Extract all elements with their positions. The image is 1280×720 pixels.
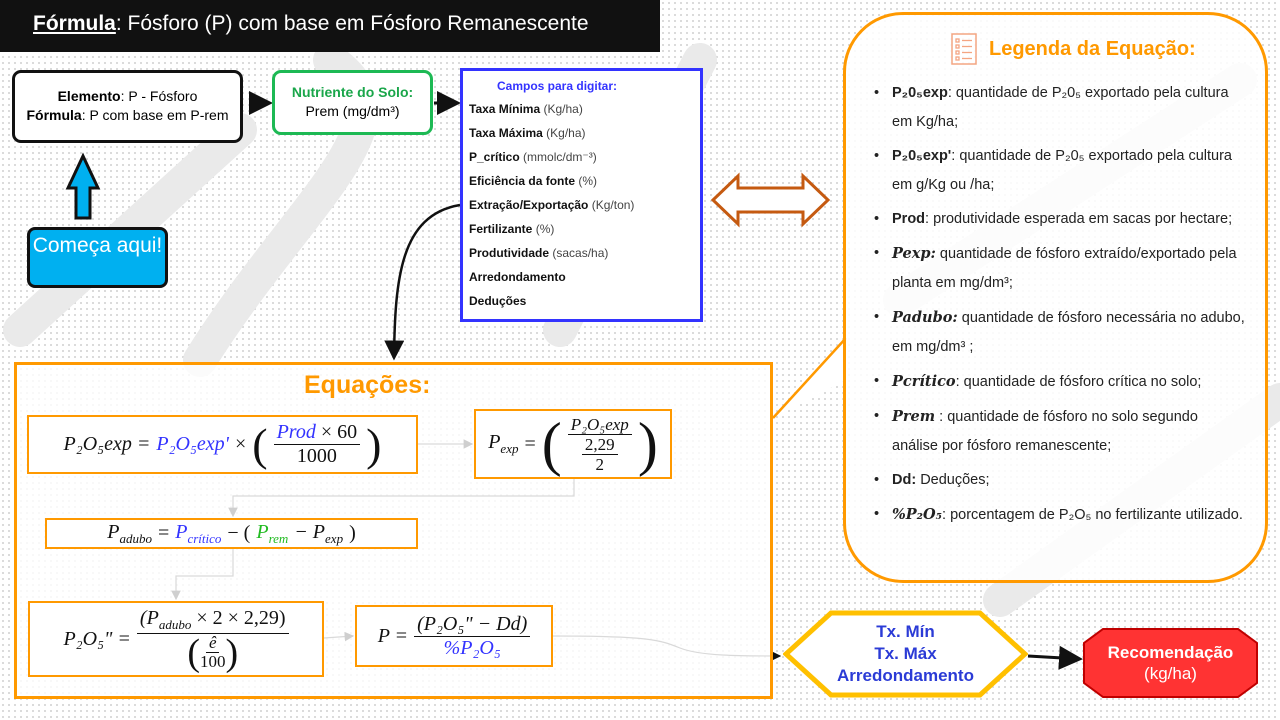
up-arrow-icon xyxy=(65,152,101,220)
legend-item: Padubo: quantidade de fósforo necessária… xyxy=(874,303,1245,362)
field-item: Extração/Exportação (Kg/ton) xyxy=(469,198,635,212)
field-item: Fertilizante (%) xyxy=(469,222,555,236)
recommendation-result: Recomendação(kg/ha) xyxy=(1083,628,1258,698)
checklist-icon xyxy=(951,33,977,65)
equation-padubo: Padubo = Pcrítico − ( Prem − Pexp ) xyxy=(45,518,418,549)
start-here-button[interactable]: Começa aqui! xyxy=(27,227,168,288)
legend-item: Pexp: quantidade de fósforo extraído/exp… xyxy=(874,239,1245,298)
legend-item: P₂0₅exp': quantidade de P₂0₅ exportado p… xyxy=(874,142,1245,200)
page-title: Fórmula: Fósforo (P) com base em Fósforo… xyxy=(0,0,660,52)
legend-item: P₂0₅exp: quantidade de P₂0₅ exportado pe… xyxy=(874,79,1245,137)
legend-item: Dd: Deduções; xyxy=(874,466,1245,495)
field-item: Taxa Máxima (Kg/ha) xyxy=(469,126,586,140)
field-item: Arredondamento xyxy=(469,270,566,284)
field-item: Produtividade (sacas/ha) xyxy=(469,246,609,260)
element-box: Elemento: P - Fósforo Fórmula: P com bas… xyxy=(12,70,243,143)
legend-item: %P₂O₅: porcentagem de P₂O₅ no fertilizan… xyxy=(874,500,1245,530)
legend-item: Prem : quantidade de fósforo no solo seg… xyxy=(874,402,1245,461)
input-fields-box: Campos para digitar: Taxa Mínima (Kg/ha)… xyxy=(460,68,703,322)
field-item: Taxa Mínima (Kg/ha) xyxy=(469,102,583,116)
arrow-fields-to-equations xyxy=(384,203,461,361)
field-item: Eficiência da fonte (%) xyxy=(469,174,598,188)
field-item: P_crítico (mmolc/dm⁻³) xyxy=(469,150,597,164)
double-arrow-icon xyxy=(710,172,831,228)
equation-legend: Legenda da Equação: P₂0₅exp: quantidade … xyxy=(843,12,1268,583)
nutrient-box: Nutriente do Solo: Prem (mg/dm³) xyxy=(272,70,433,135)
legend-item: Prod: produtividade esperada em sacas po… xyxy=(874,205,1245,234)
equation-p-final: P = (P₂O₅" − Dd)%P₂O₅ xyxy=(355,605,553,667)
legend-item: Pcrítico: quantidade de fósforo crítica … xyxy=(874,367,1245,397)
field-item: Deduções xyxy=(469,294,527,308)
